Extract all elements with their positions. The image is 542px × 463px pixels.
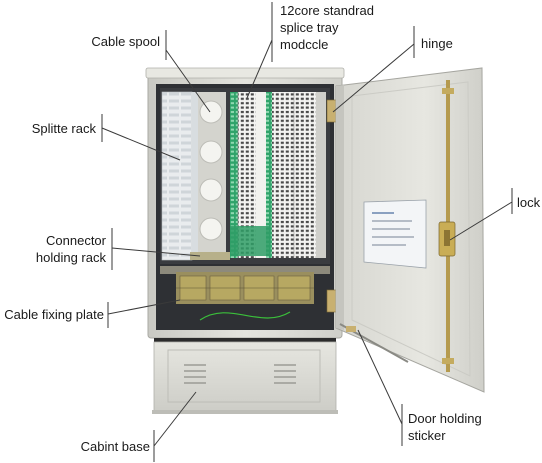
door-document-pocket [363, 199, 427, 269]
label-cable-spool: Cable spool [91, 34, 160, 49]
cable-spool [199, 178, 223, 202]
label-cable-fixing-plate: Cable fixing plate [4, 307, 104, 322]
label-cabint-base: Cabint base [80, 439, 150, 454]
base-vents [184, 364, 296, 384]
label-splice-tray: 12core standrad splice tray modccle [280, 2, 374, 53]
label-splitte-rack: Splitte rack [31, 121, 96, 136]
label-hinge: hinge [421, 36, 453, 51]
label-connector-holding-rack: Connector holding rack [10, 232, 106, 266]
leader-lines [101, 2, 513, 462]
label-splice-tray-line1: 12core standrad [280, 3, 374, 18]
cabinet-base [152, 338, 338, 414]
splitter-rack [161, 91, 200, 261]
cable-spools [198, 92, 226, 260]
lock-rod [438, 80, 456, 372]
connector-holding-rack [190, 252, 230, 260]
label-lock: lock [517, 195, 541, 210]
door-holding-stay [339, 323, 409, 363]
label-splice-tray-line3: modccle [280, 37, 329, 52]
cable-fixing-plate [160, 266, 330, 321]
cable-spool [199, 140, 223, 164]
label-door-line1: Door holding [408, 411, 482, 426]
label-splice-tray-line2: splice tray [280, 20, 339, 35]
label-connector-line1: Connector [46, 233, 106, 248]
label-door-holding-sticker: Door holding sticker [408, 410, 482, 444]
cable-spool [199, 217, 223, 241]
cable-spool [199, 100, 223, 124]
label-door-line2: sticker [408, 428, 446, 443]
splice-tray-modules [230, 92, 326, 258]
cabinet-door [335, 67, 485, 393]
label-connector-line2: holding rack [35, 250, 106, 265]
